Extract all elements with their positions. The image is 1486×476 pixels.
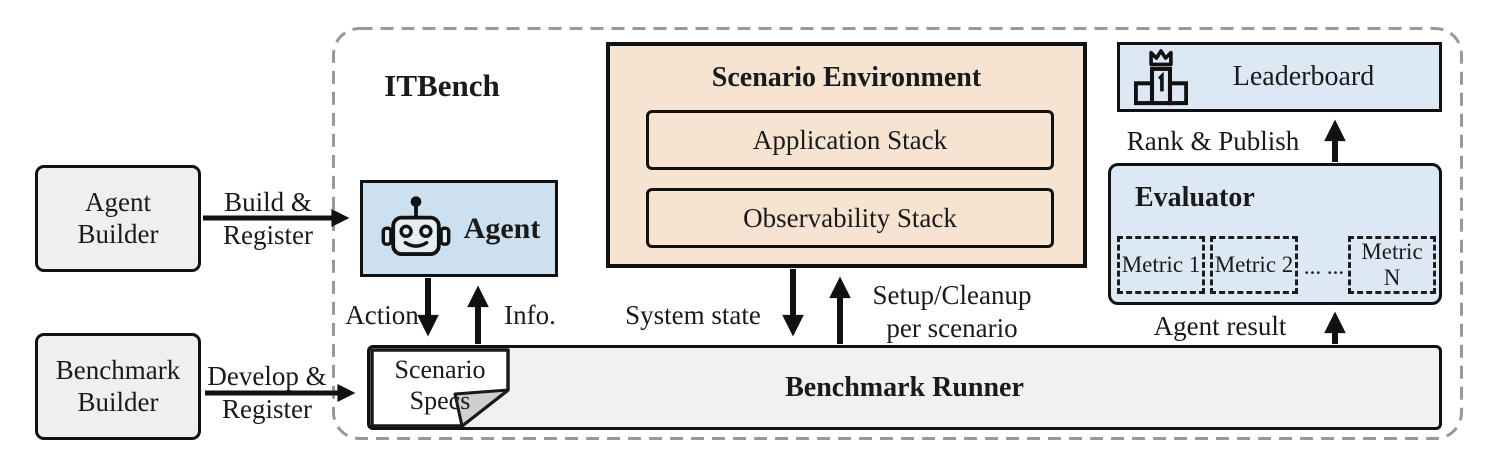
- application-stack-label: Application Stack: [752, 124, 948, 155]
- observability-stack-label: Observability Stack: [743, 202, 957, 233]
- metric-ellipsis: ... ...: [1303, 254, 1345, 279]
- observability-stack-box: Observability Stack: [646, 188, 1054, 248]
- application-stack-box: Application Stack: [646, 110, 1054, 170]
- scenario-specs-doc: Scenario Specs: [367, 346, 513, 430]
- build-register-label: Build & Register: [223, 187, 313, 250]
- scenario-environment-title: Scenario Environment: [711, 62, 982, 93]
- leaderboard-box: Leaderboard: [1117, 42, 1442, 112]
- info-label: Info.: [504, 300, 556, 330]
- benchmark-builder-label: Benchmark Builder: [55, 355, 181, 417]
- metric-n-label: Metric N: [1361, 239, 1423, 290]
- agent-label: Agent: [463, 211, 541, 245]
- agent-result-label: Agent result: [1153, 311, 1287, 341]
- setup-cleanup-label: Setup/Cleanup per scenario: [872, 280, 1032, 343]
- itbench-title: ITBench: [384, 68, 500, 103]
- document-icon: [370, 348, 510, 428]
- podium-crown-icon: [1134, 49, 1188, 106]
- develop-register-label: Develop & Register: [207, 361, 327, 424]
- agent-builder-label: Agent Builder: [77, 187, 159, 249]
- metric-1-label: Metric 1: [1121, 252, 1201, 277]
- benchmark-runner-label: Benchmark Runner: [785, 371, 1024, 403]
- benchmark-runner-box: Benchmark Runner: [367, 345, 1442, 430]
- rank-publish-label: Rank & Publish: [1126, 126, 1300, 156]
- agent-builder-box: Agent Builder: [35, 165, 201, 272]
- leaderboard-label: Leaderboard: [1232, 61, 1375, 92]
- evaluator-box: Evaluator Metric 1 Metric 2 ... ... Metr…: [1108, 163, 1442, 305]
- scenario-specs-label: Scenario Specs: [394, 355, 486, 415]
- metric-2-box: Metric 2: [1210, 236, 1298, 294]
- benchmark-builder-box: Benchmark Builder: [35, 333, 201, 440]
- action-label: Action: [345, 300, 419, 330]
- scenario-environment-box: Scenario Environment Application Stack O…: [606, 42, 1087, 268]
- evaluator-title: Evaluator: [1135, 182, 1255, 213]
- robot-icon: [381, 195, 451, 256]
- metric-1-box: Metric 1: [1117, 236, 1205, 294]
- system-state-label: System state: [625, 300, 761, 330]
- metric-n-box: Metric N: [1348, 236, 1436, 294]
- metric-2-label: Metric 2: [1214, 252, 1294, 277]
- agent-box: Agent: [360, 180, 558, 277]
